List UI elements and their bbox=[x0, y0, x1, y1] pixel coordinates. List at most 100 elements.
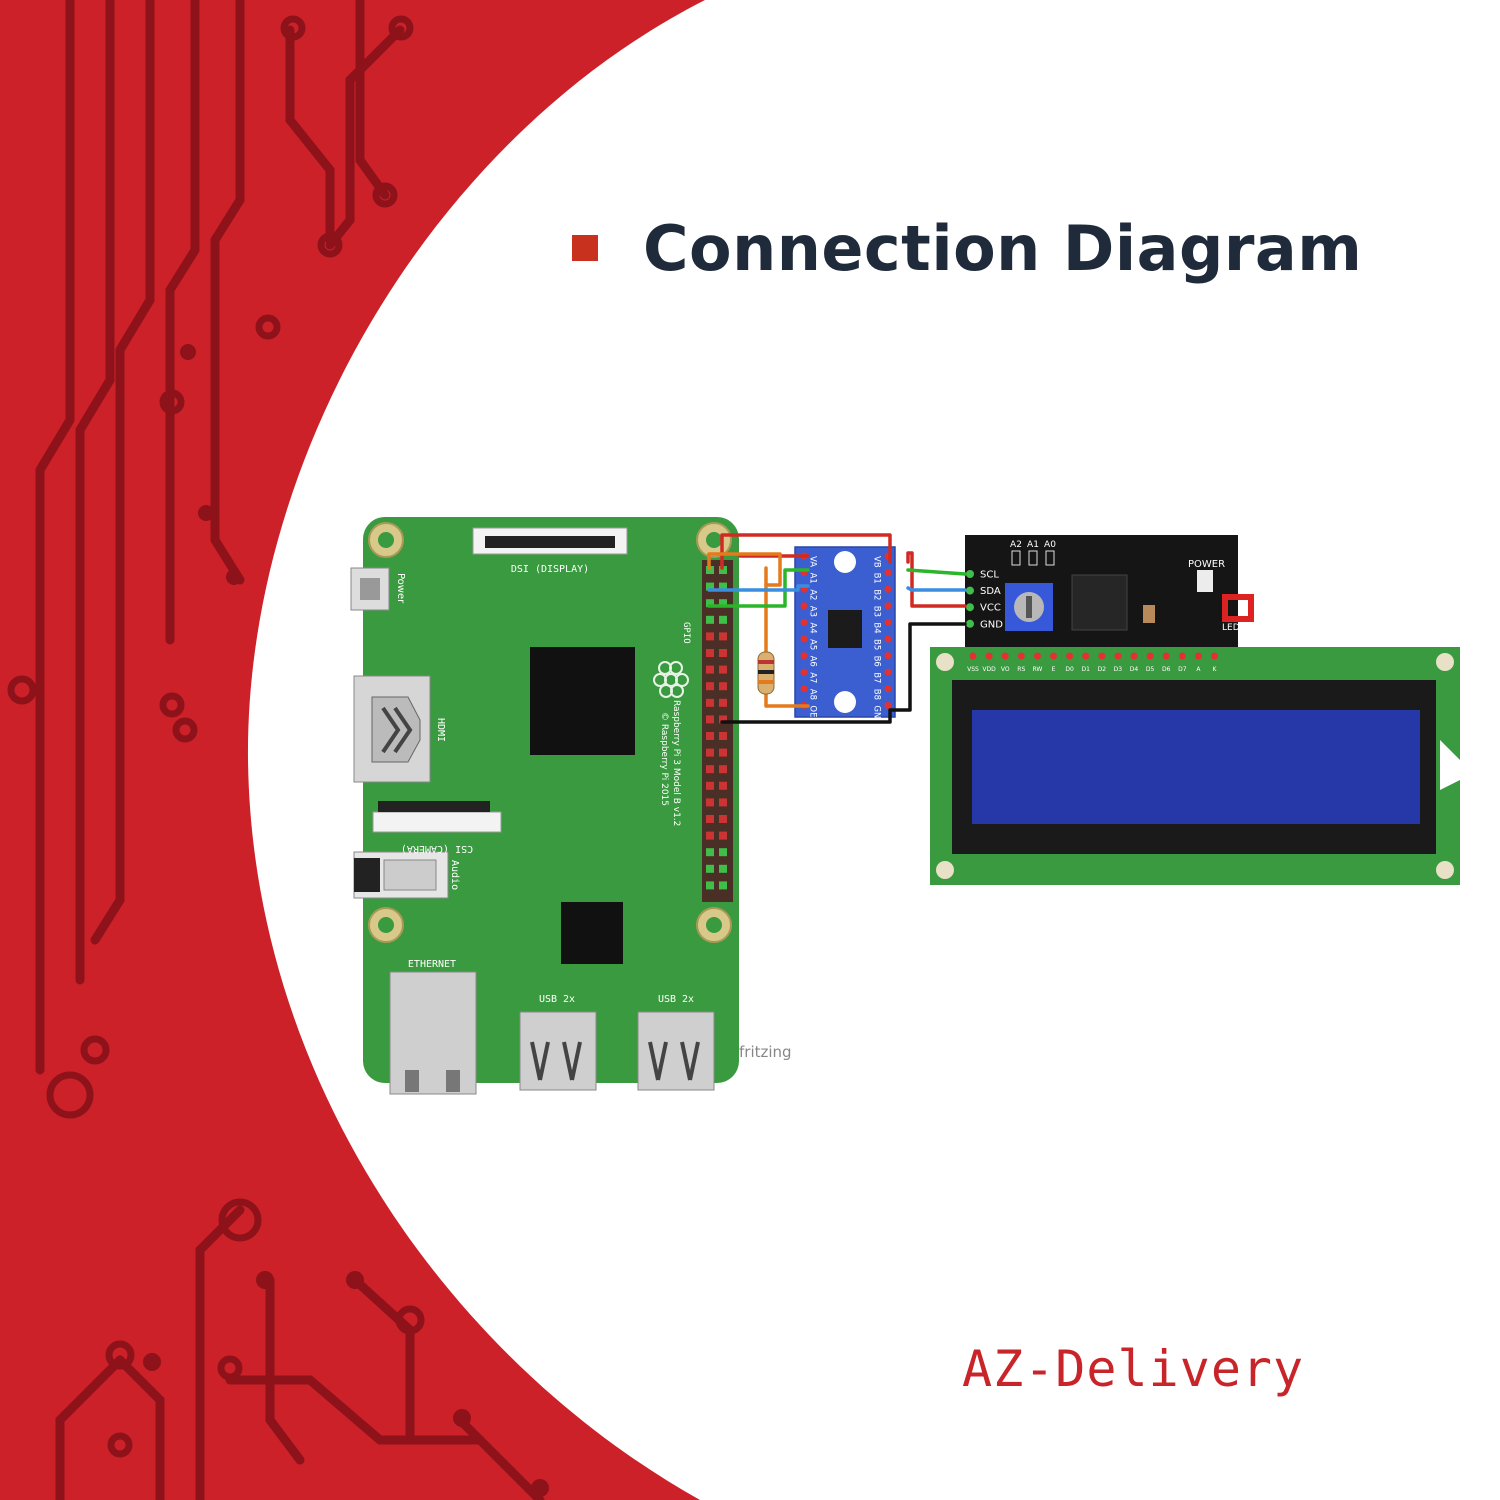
converter-pin-label: A6 bbox=[808, 656, 818, 667]
gpio-pin bbox=[706, 765, 714, 774]
i2c-led-label: LED bbox=[1222, 623, 1240, 633]
i2c-address-label: A0 bbox=[1044, 540, 1056, 550]
gpio-pin bbox=[706, 881, 714, 890]
gpio-pin bbox=[719, 615, 727, 624]
lcd-pin-label: RS bbox=[1017, 666, 1025, 673]
converter-pin-label: A5 bbox=[808, 639, 818, 650]
converter-pin-label: A3 bbox=[808, 606, 818, 617]
lcd-pin bbox=[1033, 652, 1041, 660]
gpio-pin bbox=[706, 582, 714, 591]
gpio-pin bbox=[719, 781, 727, 790]
gpio-pin bbox=[719, 798, 727, 807]
usb-left-label: USB 2x bbox=[539, 994, 575, 1005]
converter-pin-left bbox=[800, 685, 808, 693]
i2c-pin-label: SCL bbox=[980, 570, 999, 581]
gpio-pin bbox=[719, 864, 727, 873]
gpio-pin bbox=[706, 748, 714, 757]
lcd-pin bbox=[1194, 652, 1202, 660]
i2c-pin bbox=[966, 603, 974, 612]
power-label: Power bbox=[395, 573, 406, 604]
lcd-pin-label: D2 bbox=[1098, 666, 1107, 673]
converter-pin-right bbox=[884, 668, 892, 676]
lcd-pin bbox=[1001, 652, 1009, 660]
converter-pin-label: A8 bbox=[808, 689, 818, 700]
lcd-pin-label: VO bbox=[1001, 666, 1010, 673]
wires bbox=[707, 533, 967, 724]
lcd-pin-label: VSS bbox=[967, 666, 979, 673]
gpio-pin bbox=[706, 698, 714, 707]
i2c-chip bbox=[1071, 574, 1128, 631]
lcd-pin bbox=[969, 652, 977, 660]
converter-pin-label: B8 bbox=[872, 689, 882, 700]
converter-pin-label: A1 bbox=[808, 573, 818, 584]
csi-label: CSI (CAMERA) bbox=[401, 843, 473, 854]
raspberry-logo-icon bbox=[653, 661, 689, 698]
resistor bbox=[757, 651, 775, 695]
soc-chip bbox=[530, 647, 635, 755]
lcd-pin bbox=[1178, 652, 1186, 660]
ethernet-port bbox=[389, 971, 477, 1095]
lcd-pin bbox=[1050, 652, 1057, 660]
copyright-label: © Raspberry Pi 2015 bbox=[659, 712, 669, 806]
converter-pin-label: B7 bbox=[872, 672, 882, 683]
lcd-pin bbox=[1130, 652, 1138, 660]
csi-connector bbox=[372, 811, 502, 833]
converter-pin-label: B2 bbox=[872, 589, 882, 600]
converter-pin-label: VA bbox=[808, 556, 818, 567]
lcd-screen bbox=[972, 710, 1420, 824]
converter-pin-label: A7 bbox=[808, 672, 818, 683]
gpio-pin bbox=[719, 748, 727, 757]
i2c-address-label: A1 bbox=[1027, 540, 1039, 550]
converter-pin-label: B6 bbox=[872, 656, 882, 667]
converter-chip bbox=[828, 610, 862, 648]
converter-pin-label: VB bbox=[872, 556, 882, 568]
i2c-pin bbox=[966, 570, 974, 578]
gpio-pin bbox=[719, 715, 727, 724]
hdmi-label: HDMI bbox=[435, 718, 446, 742]
page-title: Connection Diagram bbox=[643, 211, 1363, 285]
lcd-pin-label: D0 bbox=[1065, 666, 1074, 673]
converter-pin-left bbox=[800, 635, 808, 643]
address-jumper-pad bbox=[1045, 550, 1055, 566]
usb-port-right bbox=[637, 1011, 715, 1091]
gpio-pin bbox=[706, 815, 714, 823]
ethernet-label: ETHERNET bbox=[408, 959, 456, 970]
gpio-pin bbox=[719, 566, 727, 574]
gpio-pin bbox=[719, 632, 727, 641]
gpio-pin bbox=[706, 566, 714, 574]
lcd-pin bbox=[1098, 652, 1106, 660]
lcd-pin-label: D3 bbox=[1114, 666, 1123, 673]
audio-label: Audio bbox=[449, 860, 460, 890]
address-jumper-pad bbox=[1011, 550, 1021, 566]
i2c-pin-label: GND bbox=[980, 619, 1003, 630]
converter-pin-left bbox=[800, 618, 808, 626]
gpio-pin bbox=[706, 864, 714, 873]
lcd-pin-label: D1 bbox=[1081, 666, 1090, 673]
converter-pin-right bbox=[884, 569, 892, 577]
gpio-pin bbox=[706, 649, 714, 657]
lcd-pin bbox=[1066, 652, 1074, 660]
lcd-pin-label: RW bbox=[1032, 666, 1042, 673]
title-block: Connection Diagram bbox=[572, 208, 1362, 288]
converter-pin-right bbox=[884, 618, 892, 626]
gpio-pin bbox=[706, 732, 714, 740]
title-bullet-icon bbox=[572, 235, 598, 261]
red-background-panel bbox=[0, 0, 705, 1500]
converter-pin-right bbox=[884, 685, 892, 693]
lcd-pin bbox=[985, 652, 993, 660]
converter-pin-label: A2 bbox=[808, 589, 818, 600]
lcd-pin-label: D5 bbox=[1146, 666, 1155, 673]
gpio-pin bbox=[706, 615, 714, 624]
usb-lan-chip bbox=[561, 902, 623, 964]
lcd-pin bbox=[1211, 652, 1218, 660]
converter-pin-label: B4 bbox=[872, 622, 882, 633]
gpio-pin bbox=[719, 765, 727, 774]
power-led bbox=[1197, 570, 1213, 592]
gpio-pin bbox=[706, 682, 714, 691]
gpio-pin bbox=[719, 582, 727, 591]
fritzing-credit: fritzing bbox=[739, 1043, 792, 1061]
gpio-pin bbox=[719, 831, 727, 840]
converter-pin-right bbox=[884, 602, 892, 610]
